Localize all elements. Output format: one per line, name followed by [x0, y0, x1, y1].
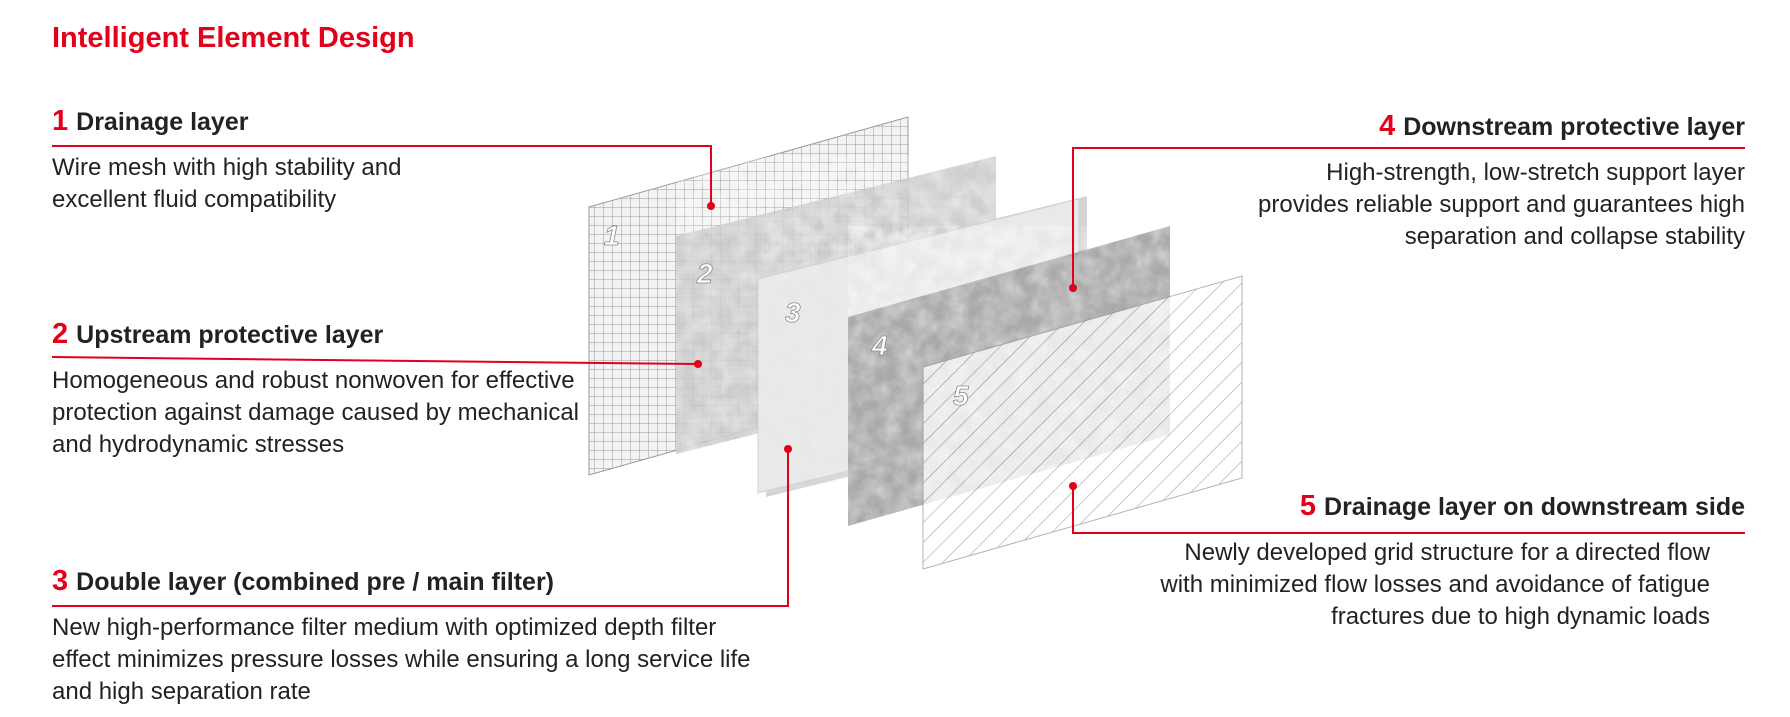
leader-line-4: [1072, 147, 1745, 288]
leader-line-2: [51, 356, 699, 365]
leader-line-5: [1072, 486, 1745, 534]
layer-4-number: 4: [1379, 110, 1396, 142]
layer-5-grid: 5: [922, 275, 1243, 570]
layer-3-number: 3: [52, 565, 69, 597]
diagram-title: Intelligent Element Design: [52, 22, 415, 54]
layer-1-description: Wire mesh with high stability and excell…: [52, 154, 402, 213]
leader-line-3: [52, 449, 789, 607]
leader-dot-1: [707, 202, 715, 210]
layer-2-marker: 2: [696, 258, 713, 289]
leader-dot-4: [1069, 284, 1077, 292]
layer-5-number: 5: [1299, 490, 1317, 522]
leader-dot-5: [1069, 482, 1077, 490]
layer-1-marker: 1: [604, 220, 620, 251]
layer-1-number: 1: [52, 105, 69, 137]
layer-2-description: Homogeneous and robust nonwoven for effe…: [52, 367, 579, 458]
layer-4-title: Downstream protective layer: [1403, 113, 1745, 141]
layer-4-description: High-strength, low-stretch support layer…: [1258, 159, 1745, 250]
layer-2-title: Upstream protective layer: [76, 321, 384, 349]
leader-line-1: [52, 145, 712, 206]
layer-1-title: Drainage layer: [76, 108, 249, 136]
leader-lines: [51, 145, 1745, 607]
layer-3-title: Double layer (combined pre / main filter…: [76, 568, 555, 596]
leader-dots: [694, 202, 1077, 490]
leader-dot-3: [784, 445, 792, 453]
layer-3-marker: 3: [785, 297, 801, 328]
layer-3-description: New high-performance filter medium with …: [52, 614, 751, 705]
layer-5-marker: 5: [953, 380, 969, 411]
layer-2-number: 2: [52, 318, 69, 350]
layer-5-title: Drainage layer on downstream side: [1324, 493, 1745, 521]
layer-5-description: Newly developed grid structure for a dir…: [1160, 539, 1710, 630]
layer-4-marker: 4: [871, 330, 888, 361]
leader-dot-2: [694, 360, 702, 368]
